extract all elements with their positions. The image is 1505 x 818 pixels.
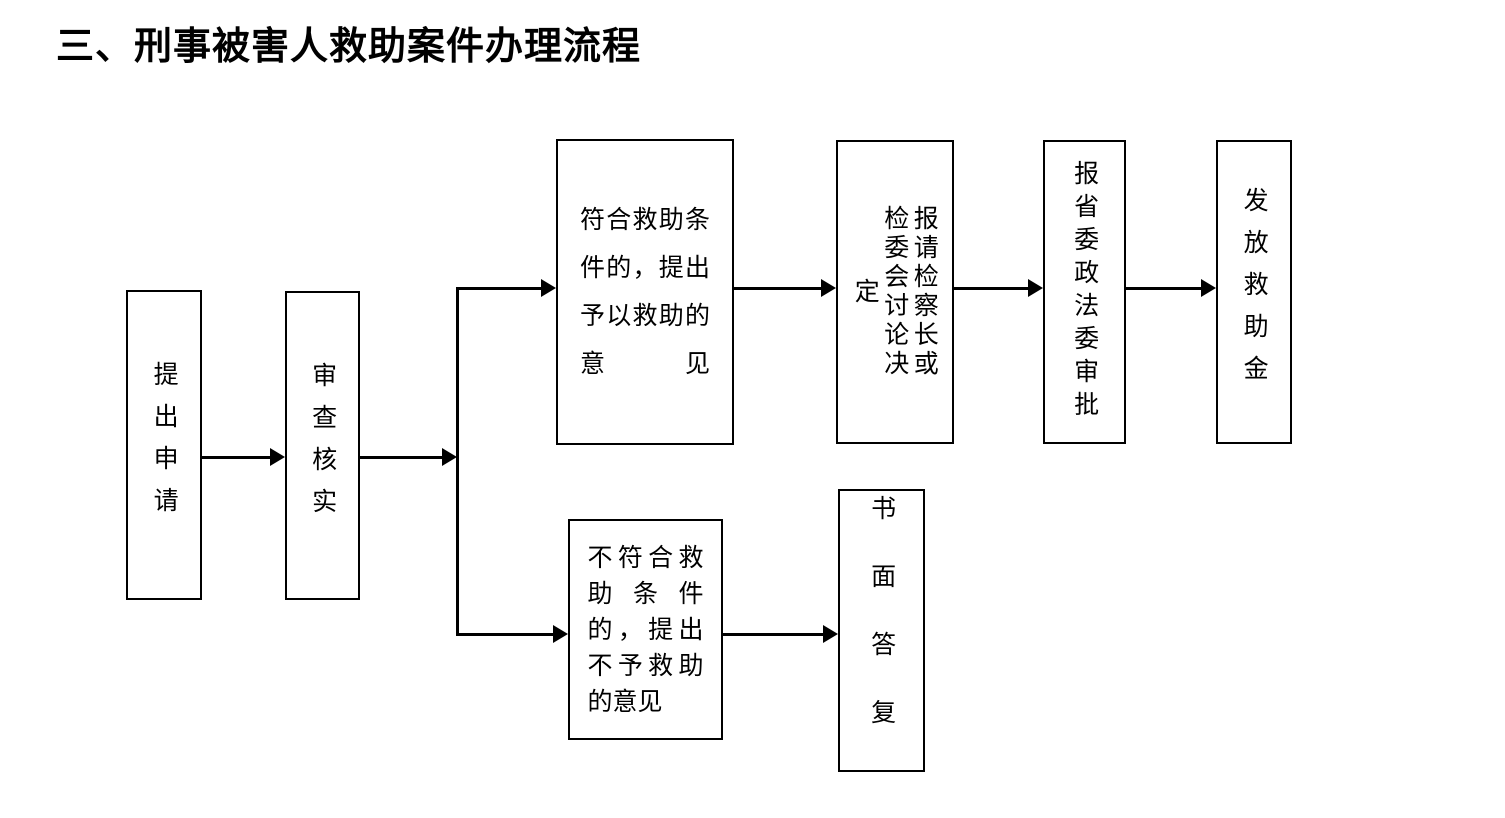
node-disburse-funds[interactable]: 发放救助金 — [1216, 140, 1292, 444]
node-written-reply[interactable]: 书面答复 — [838, 489, 925, 772]
edge-arrow-n3-n4 — [821, 279, 836, 297]
node-provincial-approval[interactable]: 报省委政法委审批 — [1043, 140, 1126, 444]
node-label: 书面答复 — [867, 494, 897, 767]
page-title: 三、刑事被害人救助案件办理流程 — [56, 23, 642, 68]
edge-arrow-n1-n2 — [270, 448, 285, 466]
node-submit-application[interactable]: 提出申请 — [126, 290, 202, 600]
edge-line-n3-n4 — [734, 287, 821, 290]
node-label: 发放救助金 — [1240, 187, 1270, 397]
edge-line-n5-n6 — [1126, 287, 1201, 290]
edge-arrow-n7-n8 — [823, 625, 838, 643]
edge-arrow-n5-n6 — [1201, 279, 1216, 297]
node-label: 符合救助条件的，提出予以救助的意见 — [580, 205, 710, 378]
node-label: 提出申请 — [150, 361, 180, 529]
edge-arrow-n2-branch — [442, 448, 457, 466]
node-ineligible-opinion[interactable]: 不符合救助条件的，提出不予救助的意见 — [568, 519, 723, 740]
node-report-prosecutor-committee[interactable]: 报请检察长或检委会讨论决定 — [836, 140, 954, 444]
edge-line-n2-branch — [360, 456, 442, 459]
node-label: 报省委政法委审批 — [1070, 160, 1100, 424]
node-label: 报请检察长或检委会讨论决定 — [851, 205, 940, 379]
edge-line-branch-n7 — [456, 633, 553, 636]
node-label: 审查核实 — [308, 361, 338, 530]
edge-line-n4-n5 — [954, 287, 1028, 290]
edge-line-n7-n8 — [723, 633, 823, 636]
edge-line-branch-n3 — [456, 287, 541, 290]
edge-line-n1-n2 — [202, 456, 270, 459]
node-eligible-opinion[interactable]: 符合救助条件的，提出予以救助的意见 — [556, 139, 734, 445]
node-review-verify[interactable]: 审查核实 — [285, 291, 360, 600]
edge-arrow-branch-n3 — [541, 279, 556, 297]
node-label: 不符合救助条件的，提出不予救助的意见 — [587, 542, 704, 716]
branch-spine — [456, 287, 459, 636]
edge-arrow-n4-n5 — [1028, 279, 1043, 297]
edge-arrow-branch-n7 — [553, 625, 568, 643]
